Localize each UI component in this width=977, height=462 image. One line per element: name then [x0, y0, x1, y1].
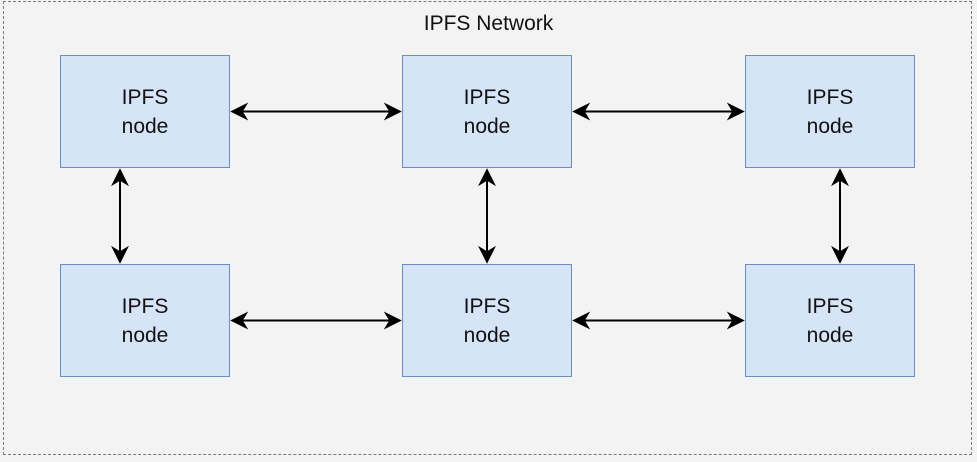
- node-label-line2: node: [121, 323, 169, 347]
- node-label-line2: node: [463, 323, 511, 347]
- ipfs-node-top-right[interactable]: IPFS node: [745, 55, 915, 168]
- node-label-line2: node: [806, 114, 854, 138]
- node-label-line2: node: [463, 114, 511, 138]
- node-label-line1: IPFS: [806, 294, 854, 318]
- ipfs-node-bottom-right[interactable]: IPFS node: [745, 264, 915, 377]
- ipfs-node-bottom-left[interactable]: IPFS node: [60, 264, 230, 377]
- node-label-line1: IPFS: [463, 294, 511, 318]
- node-label-line1: IPFS: [121, 85, 169, 109]
- node-label-line2: node: [806, 323, 854, 347]
- ipfs-node-top-center[interactable]: IPFS node: [402, 55, 572, 168]
- network-title: IPFS Network: [423, 12, 554, 35]
- node-label-line1: IPFS: [806, 85, 854, 109]
- node-label-line2: node: [121, 114, 169, 138]
- ipfs-network-boundary: [3, 1, 972, 455]
- ipfs-node-bottom-center[interactable]: IPFS node: [402, 264, 572, 377]
- node-label-line1: IPFS: [463, 85, 511, 109]
- node-label-line1: IPFS: [121, 294, 169, 318]
- ipfs-node-top-left[interactable]: IPFS node: [60, 55, 230, 168]
